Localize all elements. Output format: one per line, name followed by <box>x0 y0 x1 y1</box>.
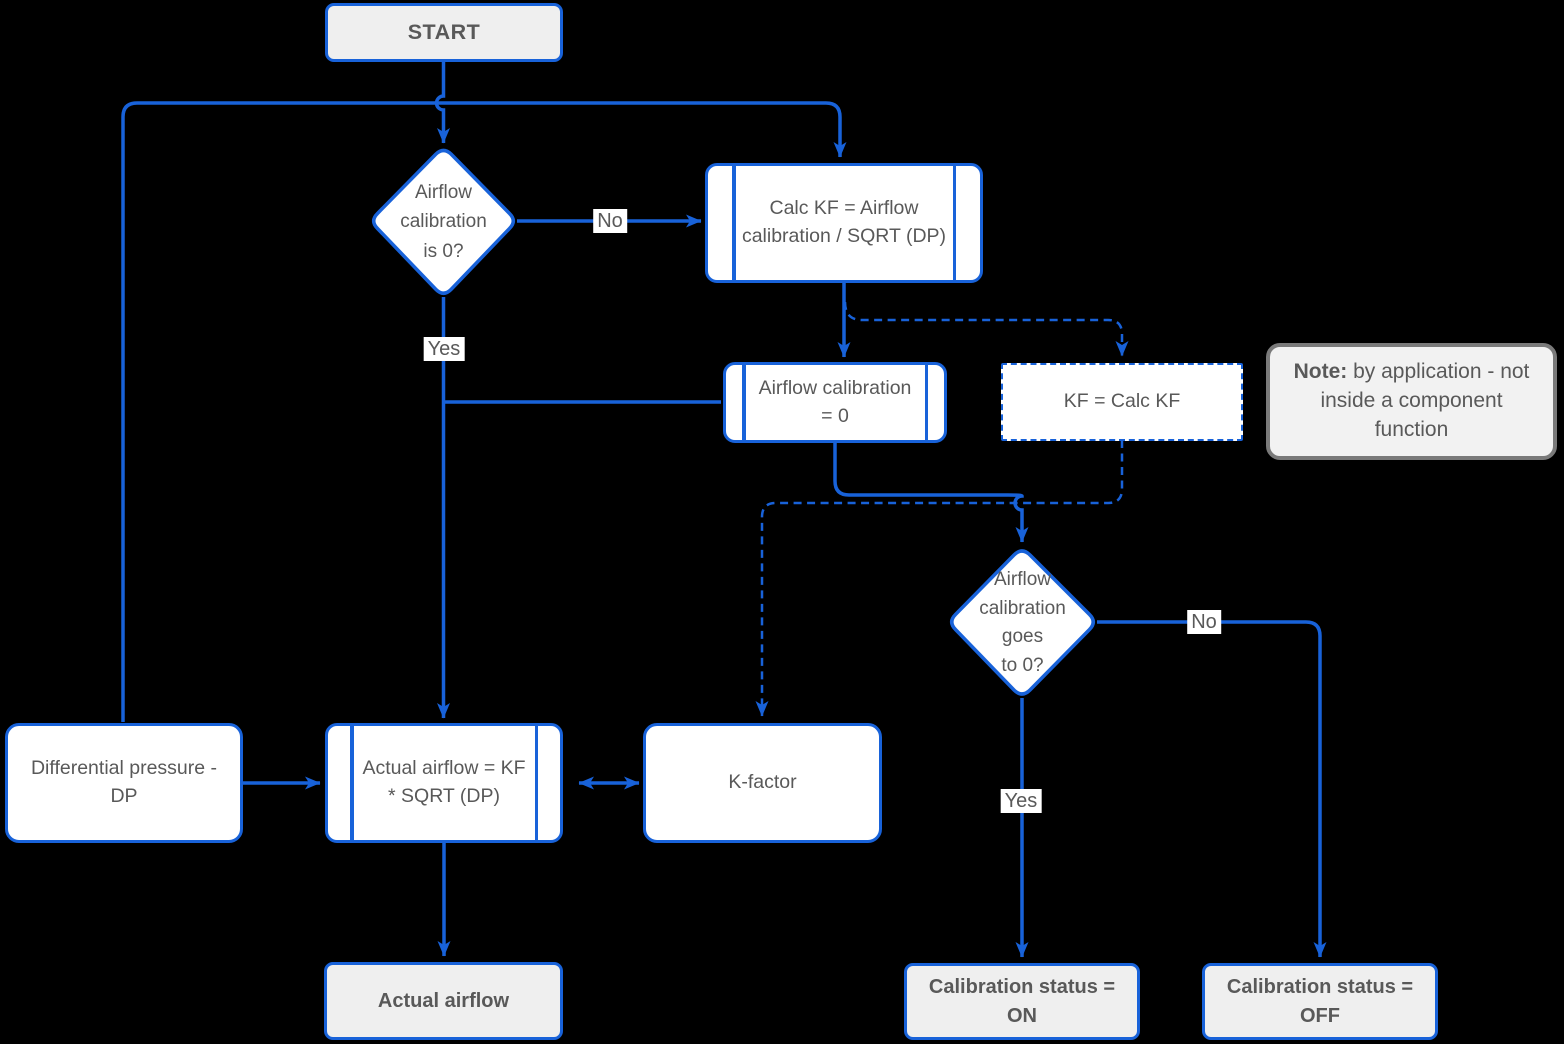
actual-airflow-result-label: Actual airflow <box>377 989 510 1012</box>
decision-airflow-calibration-goes-to-0-label: Airflow calibration goes to 0? <box>979 569 1066 676</box>
process-differential-pressure: Differential pressure - DP <box>5 723 243 843</box>
note-text: Note: by application - not inside a comp… <box>1284 358 1539 445</box>
start-node: START <box>325 3 563 62</box>
subprocess-bar-right <box>534 726 538 840</box>
decision-airflow-calibration-is-0-label: Airflow calibration is 0? <box>400 181 487 262</box>
subprocess-actual-airflow-calc: Actual airflow = KF * SQRT (DP) <box>325 723 563 843</box>
subprocess-calc-kf: Calc KF = Airflow calibration / SQRT (DP… <box>705 163 983 283</box>
subprocess-bar-right <box>924 365 928 440</box>
actual-airflow-calc-label: Actual airflow = KF * SQRT (DP) <box>362 757 526 807</box>
terminal-calibration-status-on: Calibration status = ON <box>904 963 1140 1040</box>
process-k-factor: K-factor <box>643 723 882 843</box>
edge-label-no-2: No <box>1187 610 1221 634</box>
start-label: START <box>407 20 481 45</box>
edge-label-yes-2: Yes <box>1000 789 1042 813</box>
subprocess-bar-left <box>350 726 354 840</box>
note-body: by application - not inside a component … <box>1320 360 1530 441</box>
terminal-actual-airflow: Actual airflow <box>324 962 563 1040</box>
decision-airflow-calibration-is-0-shape <box>372 148 515 295</box>
differential-pressure-label: Differential pressure - DP <box>30 757 218 807</box>
subprocess-bar-left <box>732 166 736 280</box>
terminal-calibration-status-off: Calibration status = OFF <box>1202 963 1438 1040</box>
subprocess-bar-right <box>952 166 956 280</box>
decision-airflow-calibration-goes-to-0-shape <box>950 549 1095 696</box>
calibration-off-label: Calibration status = OFF <box>1226 976 1414 1027</box>
note-box: Note: by application - not inside a comp… <box>1266 343 1557 460</box>
subprocess-bar-left <box>742 365 746 440</box>
calc-kf-label: Calc KF = Airflow calibration / SQRT (DP… <box>741 197 947 247</box>
edge-dp-to-calc-kf <box>121 101 847 722</box>
calibration-on-label: Calibration status = ON <box>928 976 1116 1027</box>
process-kf-assign: KF = Calc KF <box>1001 363 1243 441</box>
edge-label-no-1: No <box>593 209 627 233</box>
edge-decision2-no-to-status-off <box>1097 620 1327 958</box>
edge-dashed-calc-kf-to-kf-assign <box>843 301 1129 357</box>
k-factor-label: K-factor <box>728 771 797 794</box>
note-label-bold: Note: <box>1293 360 1348 384</box>
edge-dashed-kf-assign-to-k-factor <box>755 440 1124 717</box>
kf-assign-label: KF = Calc KF <box>1063 390 1181 413</box>
airflow-calibration-zero-label: Airflow calibration = 0 <box>758 376 912 427</box>
edge-airflow-cal-zero-to-decision2 <box>833 442 1029 543</box>
subprocess-airflow-calibration-zero: Airflow calibration = 0 <box>723 362 947 443</box>
edge-label-yes-1: Yes <box>423 337 465 361</box>
